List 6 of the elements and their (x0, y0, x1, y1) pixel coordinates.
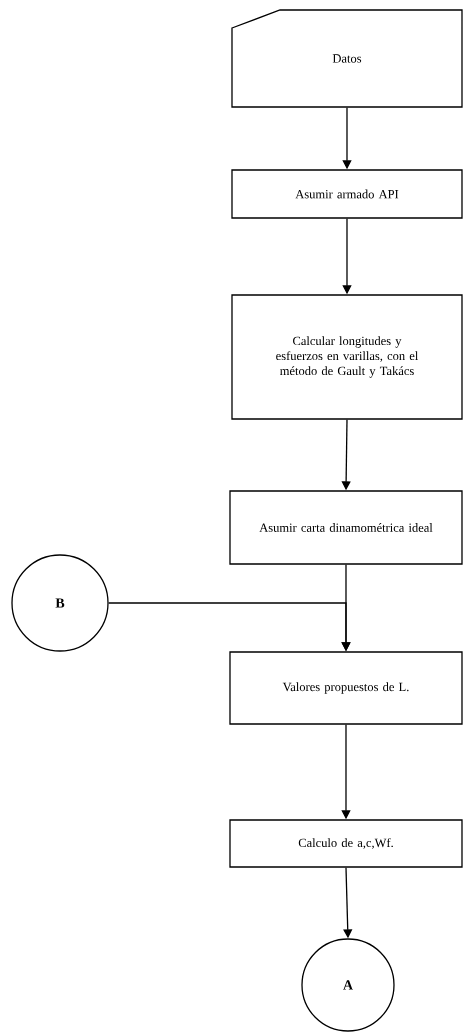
process-box: Calcular longitudes y esfuerzos en varillas, con el método de Gault y Takács (231, 294, 463, 420)
input-box: Datos (231, 9, 463, 108)
process-box: Valores propuestos de L. (229, 651, 463, 725)
process-box: Asumir carta dinamométrica ideal (229, 490, 463, 565)
process-box: Calculo de a,c,Wf. (229, 819, 463, 868)
process-box: Asumir armado API (231, 169, 463, 219)
